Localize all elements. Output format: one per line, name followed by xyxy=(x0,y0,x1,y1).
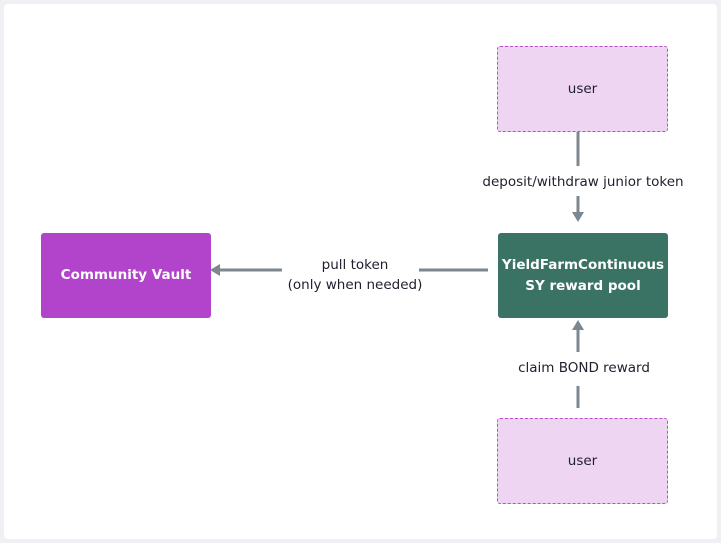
user-top-label: user xyxy=(567,80,598,97)
edge-label-pull-line2: (only when needed) xyxy=(287,277,423,293)
user-bottom-label: user xyxy=(567,452,598,469)
reward-pool-label-line1: YieldFarmContinuous xyxy=(501,256,665,273)
reward-pool-node: YieldFarmContinuous SY reward pool xyxy=(498,233,668,318)
community-vault-node: Community Vault xyxy=(41,233,211,318)
edge-label-pull-line1: pull token xyxy=(321,257,389,273)
edge-label-deposit: deposit/withdraw junior token xyxy=(482,174,684,190)
diagram-canvas: user Community Vault YieldFarmContinuous… xyxy=(4,4,717,539)
reward-pool-label-line2: SY reward pool xyxy=(525,277,641,294)
edge-label-claim: claim BOND reward xyxy=(518,360,650,376)
edge-deposit-arrowhead xyxy=(572,212,584,222)
user-node-top: user xyxy=(497,46,668,132)
user-node-bottom: user xyxy=(497,418,668,504)
edge-pull-arrowhead xyxy=(210,264,220,276)
edge-label-pull: pull token (only when needed) xyxy=(280,255,430,295)
edges-layer xyxy=(210,132,584,408)
edge-claim-arrowhead xyxy=(572,320,584,330)
community-vault-label: Community Vault xyxy=(60,267,192,283)
